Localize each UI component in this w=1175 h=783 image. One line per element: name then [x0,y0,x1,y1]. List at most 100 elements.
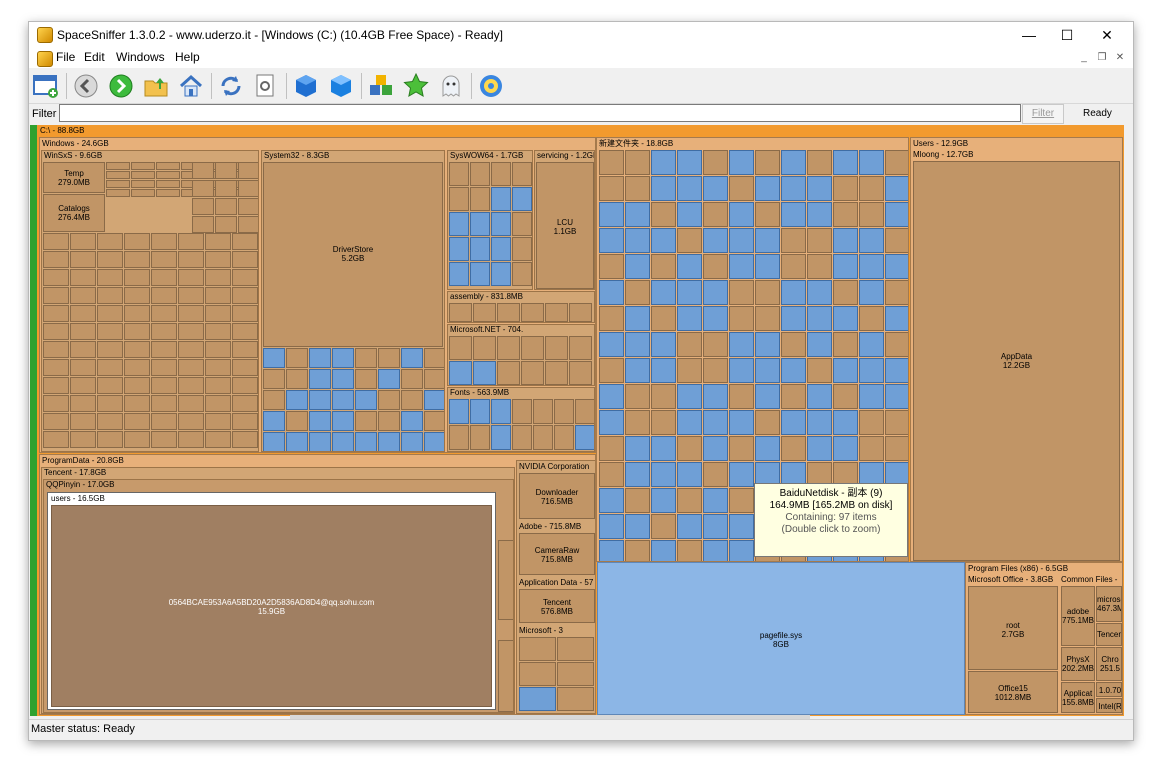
folder-users-selected[interactable]: users - 16.5GB 0564BCAE953A6A5BD20A2D583… [47,492,496,710]
folder-tile[interactable] [497,303,520,322]
file-tile[interactable] [755,384,780,409]
folder-tile[interactable] [43,233,69,250]
file-tile[interactable] [651,462,676,487]
folder-tile[interactable] [238,162,258,179]
file-tile[interactable] [449,237,469,261]
file-tile[interactable] [599,228,624,253]
close-button[interactable]: ✕ [1101,27,1113,43]
refresh-icon[interactable] [217,72,245,100]
folder-tile[interactable] [599,436,624,461]
folder-tile[interactable] [97,233,123,250]
folder-tile[interactable] [703,150,728,175]
folder-tile[interactable] [43,395,69,412]
file-tile[interactable] [885,176,908,201]
folder-tile[interactable] [232,377,258,394]
file-tile[interactable] [781,280,806,305]
folder-tile[interactable] [833,280,858,305]
file-tile[interactable] [807,306,832,331]
file-tile[interactable] [807,436,832,461]
file-tile[interactable] [491,212,511,236]
folder-tile[interactable] [70,305,96,322]
file-tile[interactable] [491,262,511,286]
folder-tile[interactable] [703,202,728,227]
folder-tile[interactable] [807,150,832,175]
file-tile[interactable] [781,358,806,383]
folder-tile[interactable] [124,323,150,340]
file-tile[interactable] [703,436,728,461]
file-tile[interactable] [625,306,650,331]
file-tile[interactable] [309,390,331,410]
file-tile[interactable] [833,358,858,383]
file-tile[interactable] [470,262,490,286]
folder-tile[interactable] [449,336,472,360]
file-tile[interactable] [833,228,858,253]
folder-tile[interactable] [286,348,308,368]
folder-catalogs[interactable]: Catalogs 276.4MB [43,194,105,232]
folder-tile[interactable] [781,254,806,279]
folder-tile[interactable] [205,341,231,358]
folder-tile[interactable] [232,341,258,358]
folder-tile[interactable] [192,162,214,179]
folder-tile[interactable] [575,399,594,424]
folder-tile[interactable] [677,332,702,357]
folder-tile[interactable] [232,287,258,304]
folder-tile[interactable] [97,413,123,430]
folder-tile[interactable] [124,359,150,376]
folder-tile[interactable] [151,341,177,358]
folder-tile[interactable] [151,269,177,286]
folder-tile[interactable] [124,377,150,394]
file-tile[interactable] [833,150,858,175]
folder-winsxs[interactable]: WinSxS - 9.6GB Temp 279.0MB Catalogs 276… [41,150,259,452]
folder-tile[interactable] [178,395,204,412]
file-tile[interactable] [729,410,754,435]
folder-chrome[interactable]: Chro 251.5 [1096,647,1122,681]
file-tile[interactable] [625,228,650,253]
folder-tile[interactable] [491,162,511,186]
file-tile[interactable] [807,280,832,305]
file-tile[interactable] [625,254,650,279]
folder-applicat[interactable]: Applicat 155.8MB [1061,682,1095,713]
file-tile[interactable] [491,237,511,261]
file-tile[interactable] [703,176,728,201]
file-tile[interactable] [859,332,884,357]
folder-downloader[interactable]: Downloader 716.5MB [519,473,595,519]
folder-microsoft[interactable]: microsc 467.3M [1096,586,1122,622]
folder-tile[interactable] [70,251,96,268]
file-tile[interactable] [286,432,308,451]
folder-adobe[interactable]: adobe 775.1MB [1061,586,1095,646]
file-tile[interactable] [885,202,908,227]
folder-tile[interactable] [470,425,490,450]
filter-button[interactable]: Filter [1022,104,1064,124]
folder-tile[interactable] [178,269,204,286]
file-tile[interactable] [449,399,469,424]
file-tile[interactable] [703,410,728,435]
file-tile[interactable] [807,176,832,201]
folder-tile[interactable] [378,348,400,368]
folder-tile[interactable] [355,411,377,431]
folder-tile[interactable] [232,233,258,250]
file-tile[interactable] [470,399,490,424]
file-tile[interactable] [449,212,469,236]
filter-input[interactable] [59,104,1021,122]
folder-tile[interactable] [205,323,231,340]
maximize-button[interactable]: ☐ [1060,27,1074,43]
folder-tile[interactable] [205,395,231,412]
folder-tile[interactable] [677,228,702,253]
folder-tile[interactable] [124,287,150,304]
file-tile[interactable] [703,384,728,409]
folder-tile[interactable] [205,251,231,268]
folder-tile[interactable] [378,390,400,410]
file-tile[interactable] [651,488,676,513]
folder-tile[interactable] [215,216,237,233]
file-tile[interactable] [677,410,702,435]
folder-tile[interactable] [178,233,204,250]
folder-tile[interactable] [651,254,676,279]
file-tile[interactable] [729,228,754,253]
file-tile[interactable] [599,540,624,561]
folder-tile[interactable] [885,150,908,175]
folder-tile[interactable] [729,306,754,331]
folder-cameraraw[interactable]: CameraRaw 715.8MB [519,533,595,575]
folder-syswow64[interactable]: SysWOW64 - 1.7GB [447,150,533,290]
folder-tile[interactable] [755,306,780,331]
folder-tile[interactable] [651,202,676,227]
